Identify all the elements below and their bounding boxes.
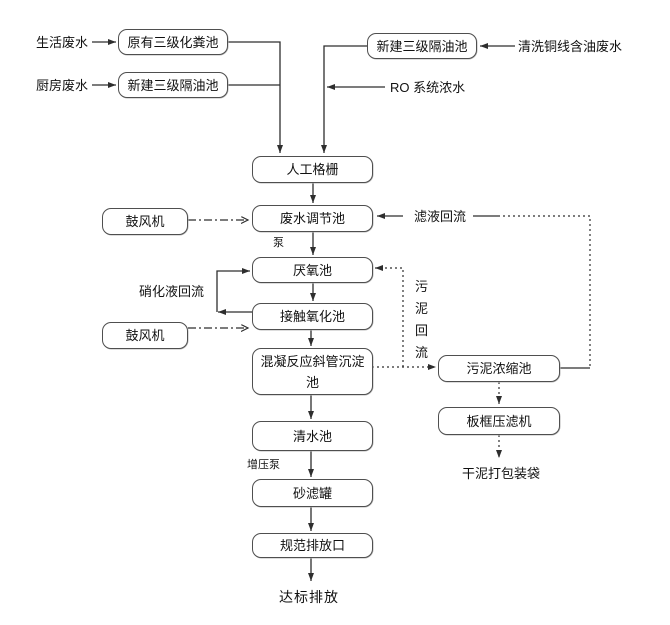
node-manual-screen: 人工格栅 bbox=[252, 156, 373, 183]
node-blower-bottom: 鼓风机 bbox=[102, 322, 188, 349]
node-contact-oxidation-tank: 接触氧化池 bbox=[252, 303, 373, 330]
label-copper-wire-oily-wastewater: 清洗铜线含油废水 bbox=[518, 39, 623, 54]
node-grease-trap-right: 新建三级隔油池 bbox=[367, 33, 477, 59]
label-booster-pump: 增压泵 bbox=[247, 459, 280, 471]
edge-nitrification-return bbox=[216, 268, 250, 312]
node-sludge-thickening-tank: 污泥浓缩池 bbox=[438, 355, 560, 382]
node-sand-filter-tank: 砂滤罐 bbox=[252, 479, 373, 507]
label-domestic-wastewater: 生活废水 bbox=[36, 35, 89, 50]
node-plate-frame-filter-press: 板框压滤机 bbox=[438, 407, 560, 435]
label-filtrate-reflux: 滤液回流 bbox=[414, 209, 467, 224]
node-anaerobic-tank: 厌氧池 bbox=[252, 257, 373, 283]
node-regulation-tank: 废水调节池 bbox=[252, 205, 373, 232]
node-standard-outlet: 规范排放口 bbox=[252, 533, 373, 558]
label-kitchen-wastewater: 厨房废水 bbox=[36, 78, 89, 93]
node-coagulation-sedimentation-tank: 混凝反应斜管沉淀池 bbox=[252, 348, 373, 395]
label-sludge-reflux-vertical: 污泥回流 bbox=[414, 279, 428, 360]
label-nitrification-reflux: 硝化液回流 bbox=[139, 284, 205, 299]
label-dry-sludge-bagging: 干泥打包装袋 bbox=[462, 466, 541, 481]
edge-septic-to-screen bbox=[228, 41, 283, 153]
label-standard-discharge: 达标排放 bbox=[279, 589, 339, 605]
node-septic-tank: 原有三级化粪池 bbox=[118, 29, 228, 55]
node-grease-trap-left: 新建三级隔油池 bbox=[118, 72, 228, 98]
edge-sludge-reflux-to-anaerobic bbox=[375, 265, 404, 367]
edge-grease-trap-right-to-screen bbox=[321, 45, 367, 153]
node-blower-top: 鼓风机 bbox=[102, 208, 188, 235]
label-pump: 泵 bbox=[273, 237, 284, 249]
edge-filtrate-reflux-dotted bbox=[498, 215, 591, 368]
label-ro-concentrate: RO 系统浓水 bbox=[390, 80, 466, 95]
node-clear-water-tank: 清水池 bbox=[252, 421, 373, 451]
